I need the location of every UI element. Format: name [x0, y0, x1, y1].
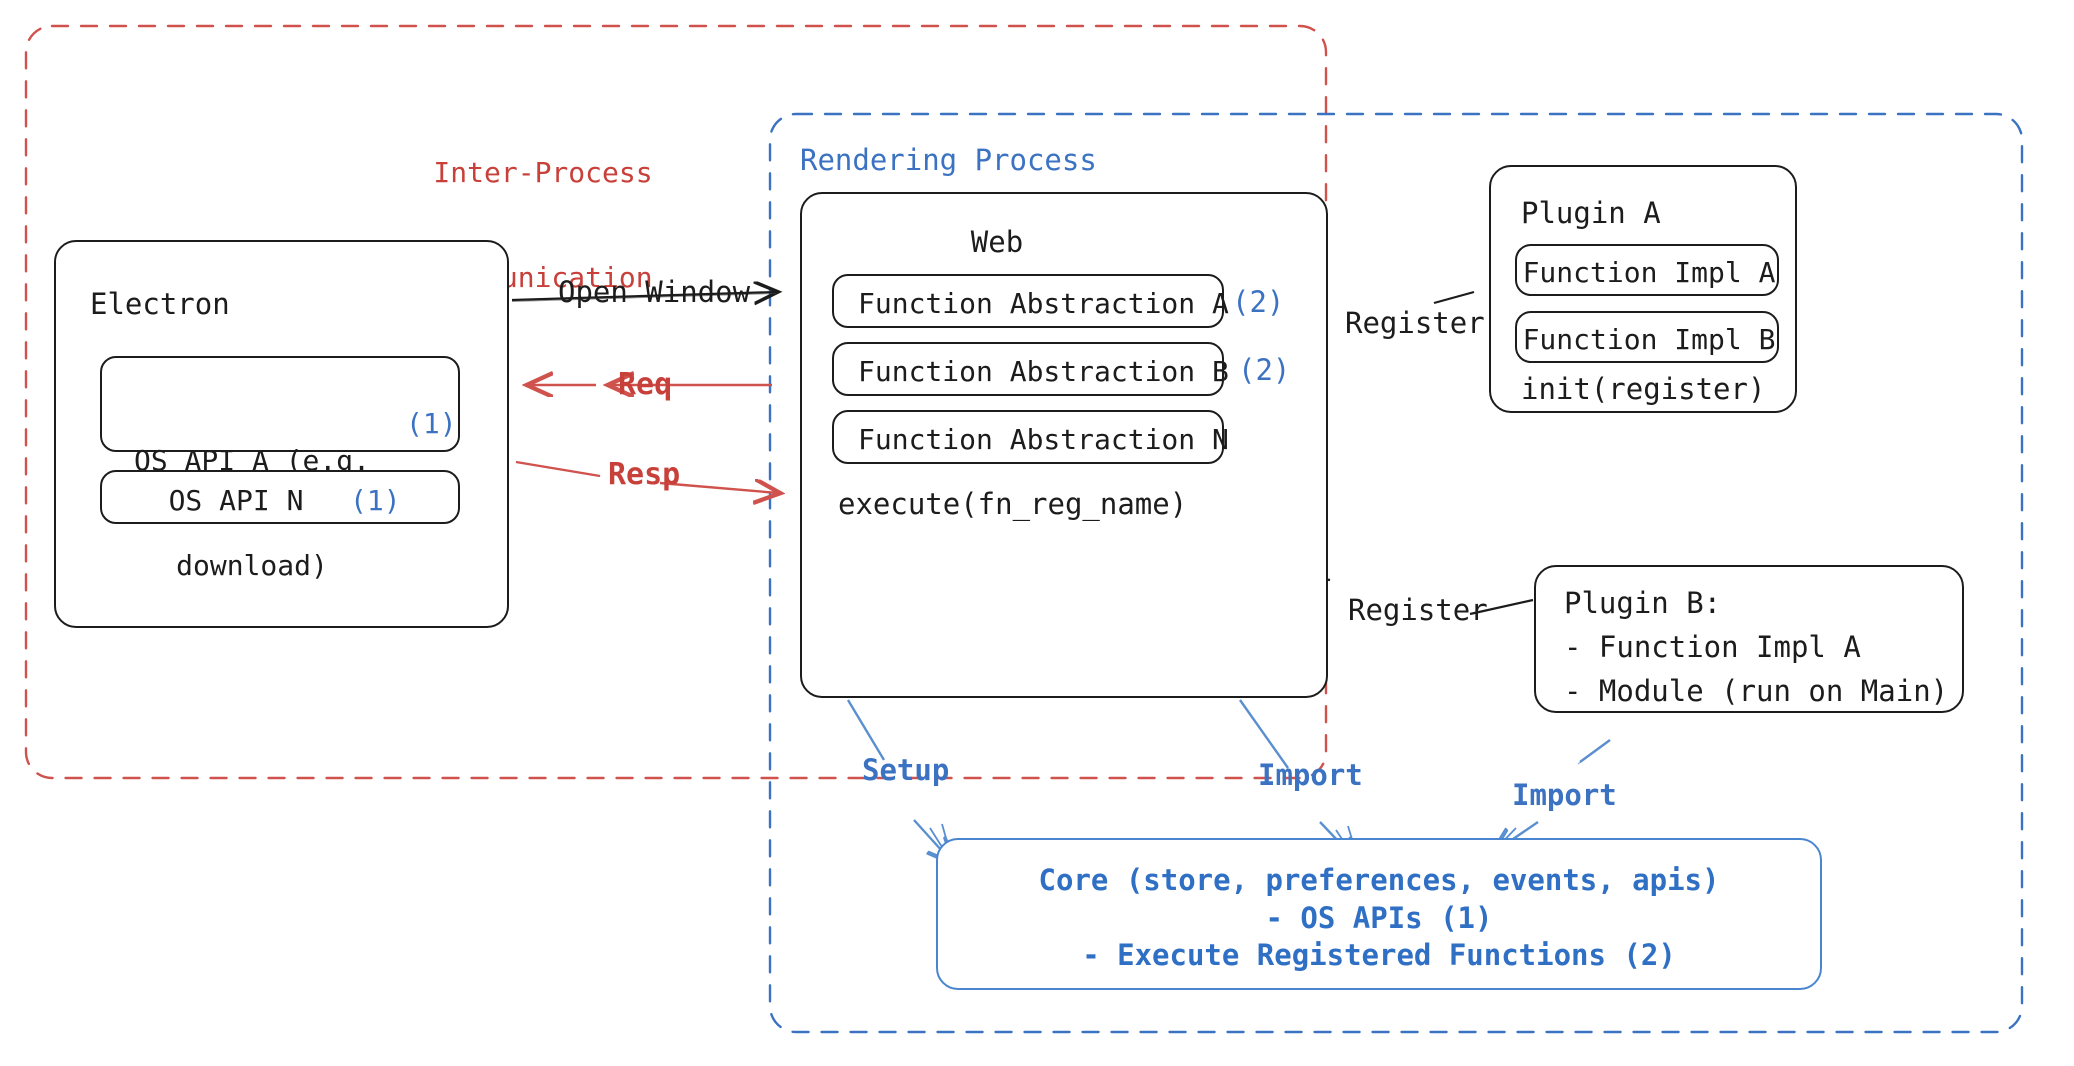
function-impl-b-node: Function Impl B	[1515, 311, 1779, 363]
os-api-n-node: OS API N (1)	[100, 470, 460, 524]
function-abstraction-a-label: Function Abstraction A	[858, 287, 1229, 320]
edge-register-a-label: Register	[1345, 306, 1485, 340]
edge-import-plugin-b-label: Import	[1512, 778, 1617, 812]
edge-req-label: Req	[618, 367, 673, 402]
web-execute-label: execute(fn_reg_name)	[838, 487, 1188, 521]
function-abstraction-b-label: Function Abstraction B	[858, 355, 1229, 388]
function-abstraction-b-node: Function Abstraction B	[832, 342, 1229, 396]
os-api-a-line-2: download)	[176, 549, 328, 583]
function-impl-b-label: Function Impl B	[1522, 323, 1776, 356]
plugin-b-title: Plugin B:	[1564, 586, 1722, 620]
ipc-label-line-1: Inter-Process	[433, 155, 653, 189]
web-title: Web	[970, 225, 1024, 259]
os-api-n-marker: (1)	[350, 484, 401, 517]
plugin-b-item-2: - Module (run on Main)	[1564, 674, 1949, 708]
core-line-1: Core (store, preferences, events, apis)	[1038, 863, 1720, 897]
function-impl-a-label: Function Impl A	[1522, 256, 1776, 289]
function-abstraction-n-node: Function Abstraction N	[832, 410, 1229, 464]
plugin-a-node: Plugin A Function Impl A Function Impl B…	[1489, 165, 1797, 413]
core-node: Core (store, preferences, events, apis) …	[936, 838, 1822, 990]
function-abstraction-a-marker: (2)	[1232, 285, 1285, 319]
os-api-n-label: OS API N	[168, 484, 304, 517]
os-api-a-node: OS API A (e.g. download) (1)	[100, 356, 460, 582]
plugin-b-item-1: - Function Impl A	[1564, 630, 1861, 664]
function-abstraction-b-marker: (2)	[1238, 353, 1291, 387]
rendering-container-label: Rendering Process	[800, 143, 1097, 177]
core-line-3: - Execute Registered Functions (2)	[1082, 938, 1676, 973]
function-abstraction-a-node: Function Abstraction A	[832, 274, 1229, 328]
core-line-2: - OS APIs (1)	[1265, 900, 1493, 935]
os-api-a-marker: (1)	[406, 407, 457, 440]
plugin-a-init-label: init(register)	[1521, 372, 1766, 406]
edge-setup-label: Setup	[862, 753, 950, 787]
function-abstraction-n-label: Function Abstraction N	[858, 423, 1229, 456]
edge-import-web-label: Import	[1258, 758, 1363, 792]
edge-resp-label: Resp	[608, 457, 681, 492]
plugin-b-node: Plugin B: - Function Impl A - Module (ru…	[1534, 565, 1964, 713]
electron-node: Electron OS API A (e.g. download) (1) OS…	[54, 240, 509, 628]
edge-register-b-label: Register	[1348, 593, 1488, 627]
electron-title: Electron	[90, 287, 230, 321]
function-impl-a-node: Function Impl A	[1515, 244, 1779, 296]
plugin-a-title: Plugin A	[1521, 196, 1661, 230]
edge-open-window-label: Open Window	[558, 275, 751, 309]
web-node: Web Function Abstraction A (2) Function …	[800, 192, 1328, 698]
